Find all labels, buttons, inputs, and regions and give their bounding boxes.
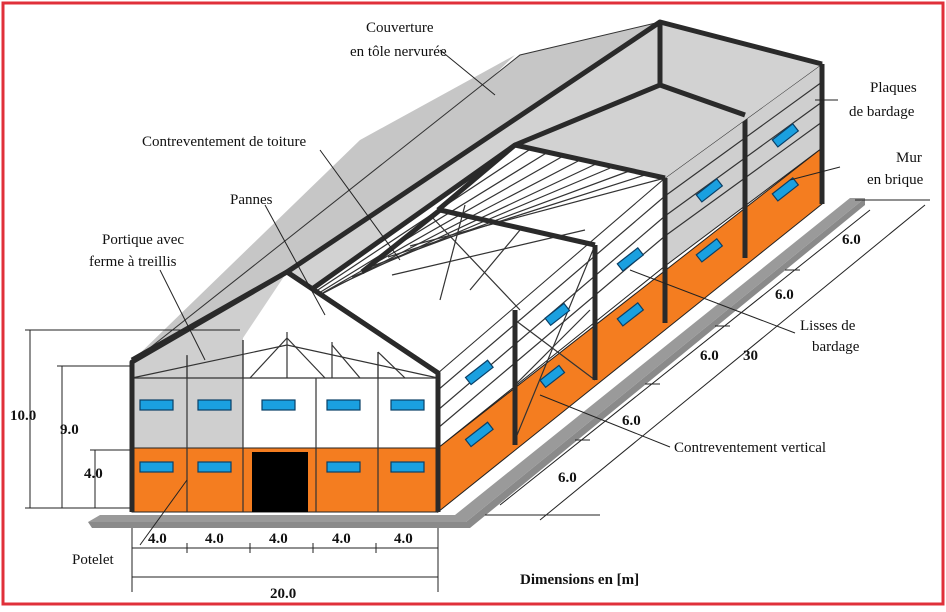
dim-side-1: 6.0 — [842, 232, 861, 248]
side-windows — [464, 123, 800, 448]
front-dim-lines — [131, 528, 439, 592]
label-purlins: Pannes — [230, 192, 273, 208]
front-posts — [186, 340, 379, 512]
side-columns — [512, 64, 825, 445]
dim-bay-5: 4.0 — [394, 531, 413, 547]
side-dim-lines — [485, 199, 930, 521]
label-frame-1: Portique avec — [102, 232, 184, 248]
label-rails-2: bardage — [812, 339, 860, 355]
vertical-bracing — [514, 244, 596, 441]
front-frame — [129, 269, 441, 512]
dim-side-4: 6.0 — [622, 413, 641, 429]
dim-bay-1: 4.0 — [148, 531, 167, 547]
label-rails-1: Lisses de — [800, 318, 856, 334]
dim-side-2: 6.0 — [775, 287, 794, 303]
height-dim-lines — [25, 329, 240, 509]
label-vertical-bracing: Contreventement vertical — [674, 440, 826, 456]
front-truss — [131, 332, 439, 379]
label-post: Potelet — [72, 552, 114, 568]
label-frame-2: ferme à treillis — [89, 254, 177, 270]
dim-width-total: 20.0 — [270, 586, 296, 602]
dim-side-3: 6.0 — [700, 348, 719, 364]
roof-left-slope — [132, 55, 515, 360]
dim-bay-3: 4.0 — [269, 531, 288, 547]
label-roof-bracing: Contreventement de toiture — [142, 134, 306, 150]
dim-bay-4: 4.0 — [332, 531, 351, 547]
label-wall-2: en brique — [867, 172, 924, 188]
dim-length-total: 30 — [743, 348, 758, 364]
label-roofing-2: en tôle nervurée — [350, 44, 447, 60]
label-wall-1: Mur — [896, 150, 922, 166]
label-roofing-1: Couverture — [366, 20, 434, 36]
label-units: Dimensions en [m] — [520, 572, 639, 588]
front-windows — [139, 399, 425, 473]
label-cladding-1: Plaques — [870, 80, 917, 96]
dim-bay-2: 4.0 — [205, 531, 224, 547]
dim-height-eave: 9.0 — [60, 422, 79, 438]
dim-side-5: 6.0 — [558, 470, 577, 486]
dim-height-wall: 4.0 — [84, 466, 103, 482]
dim-height-total: 10.0 — [10, 408, 36, 424]
label-cladding-2: de bardage — [849, 104, 915, 120]
front-door — [252, 452, 308, 512]
